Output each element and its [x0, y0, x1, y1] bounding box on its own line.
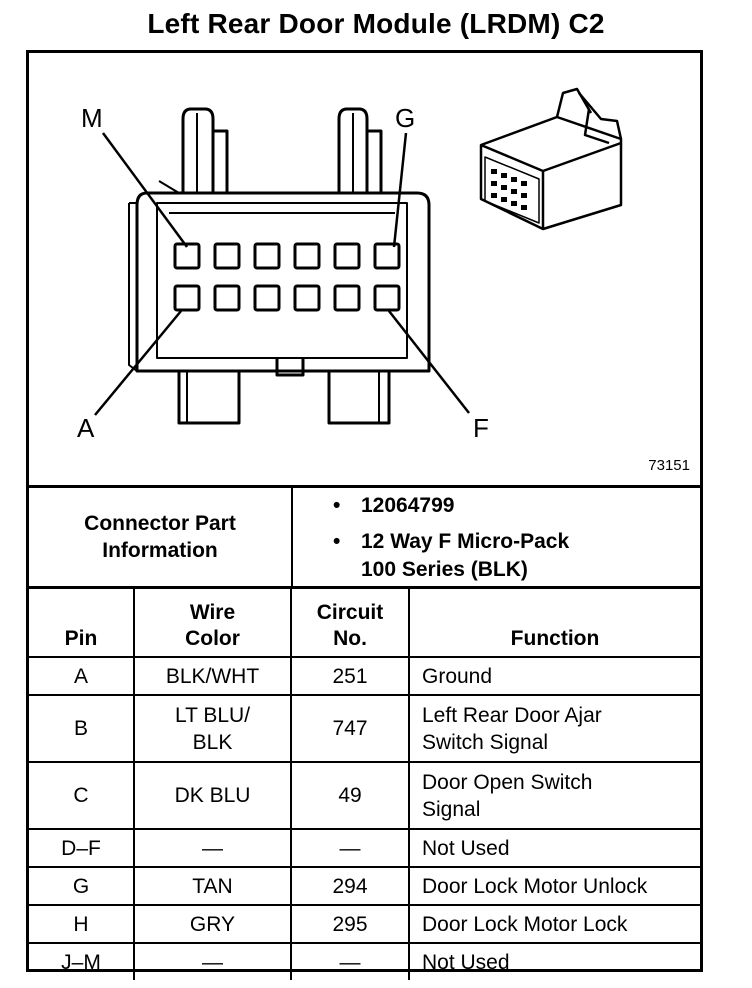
- pin-label-g: G: [395, 103, 415, 133]
- connector-face-diagram: M G A F: [77, 87, 623, 443]
- cell-function: Not Used: [408, 942, 700, 980]
- cell-function-line2: Signal: [422, 797, 481, 821]
- connector-type-line1: 12 Way F Micro-Pack: [361, 530, 570, 553]
- table-row: A BLK/WHT 251 Ground: [29, 656, 700, 696]
- connector-iso-icon: [479, 87, 623, 231]
- cell-circuit: 294: [290, 866, 410, 906]
- cell-pin: G: [29, 866, 135, 906]
- table-row: C DK BLU 49 Door Open Switch Signal: [29, 761, 700, 830]
- connector-type-line2: 100 Series (BLK): [361, 558, 528, 581]
- header-wire-color-line2: Color: [185, 627, 240, 650]
- part-number-item: 12064799: [333, 492, 700, 520]
- pin-label-f: F: [473, 413, 489, 443]
- cell-wire-color: LT BLU/ BLK: [133, 694, 292, 763]
- cell-pin: J–M: [29, 942, 135, 980]
- cell-pin: C: [29, 761, 135, 830]
- header-circuit-line1: Circuit: [316, 601, 384, 624]
- connector-drawing: M G A F: [29, 53, 700, 485]
- pinout-table: Pin Wire Color Circuit No. Function A BL…: [29, 586, 700, 980]
- table-row: B LT BLU/ BLK 747 Left Rear Door Ajar Sw…: [29, 694, 700, 763]
- cell-wire-color: BLK/WHT: [133, 656, 292, 696]
- cell-pin: B: [29, 694, 135, 763]
- cell-wire-color: —: [133, 942, 292, 980]
- cell-function: Door Lock Motor Lock: [408, 904, 700, 944]
- table-row: J–M — — Not Used: [29, 942, 700, 980]
- cell-wire-color: TAN: [133, 866, 292, 906]
- header-pin: Pin: [29, 586, 135, 658]
- cell-wire-color-line1: LT BLU/: [174, 703, 251, 727]
- cell-function: Ground: [408, 656, 700, 696]
- document-frame: M G A F: [26, 50, 703, 980]
- cell-pin: D–F: [29, 828, 135, 868]
- cell-pin: H: [29, 904, 135, 944]
- cell-circuit: 49: [290, 761, 410, 830]
- cell-circuit: 747: [290, 694, 410, 763]
- cell-function-line1: Left Rear Door Ajar: [422, 703, 602, 727]
- connector-info-label: Connector Part Information: [29, 488, 293, 586]
- connector-type-item: 12 Way F Micro-Pack 100 Series (BLK): [333, 528, 700, 584]
- pin-label-a: A: [77, 413, 95, 443]
- cell-pin: A: [29, 656, 135, 696]
- cell-wire-color: GRY: [133, 904, 292, 944]
- header-circuit-line2: No.: [333, 627, 367, 650]
- part-number: 12064799: [361, 494, 455, 517]
- cell-function-line2: Switch Signal: [422, 730, 549, 754]
- cell-circuit: 295: [290, 904, 410, 944]
- table-row: G TAN 294 Door Lock Motor Unlock: [29, 866, 700, 906]
- cell-circuit: —: [290, 828, 410, 868]
- cell-circuit: 251: [290, 656, 410, 696]
- cell-function: Not Used: [408, 828, 700, 868]
- header-wire-color: Wire Color: [133, 586, 292, 658]
- table-row: D–F — — Not Used: [29, 828, 700, 868]
- pin-label-m: M: [81, 103, 103, 133]
- cell-wire-color: DK BLU: [133, 761, 292, 830]
- table-row: H GRY 295 Door Lock Motor Lock: [29, 904, 700, 944]
- connector-info-section: Connector Part Information 12064799 12 W…: [29, 485, 700, 586]
- header-function: Function: [408, 586, 700, 658]
- cell-function: Door Open Switch Signal: [408, 761, 700, 830]
- cell-function: Left Rear Door Ajar Switch Signal: [408, 694, 700, 763]
- header-circuit-no: Circuit No.: [290, 586, 410, 658]
- connector-info-label-line1: Connector Part: [84, 512, 236, 535]
- figure-number: 73151: [648, 457, 690, 474]
- cell-wire-color-line2: BLK: [192, 730, 233, 754]
- cell-function-line1: Door Open Switch: [422, 770, 593, 794]
- cell-wire-color: —: [133, 828, 292, 868]
- cell-circuit: —: [290, 942, 410, 980]
- page-title: Left Rear Door Module (LRDM) C2: [147, 8, 605, 39]
- table-header-row: Pin Wire Color Circuit No. Function: [29, 586, 700, 658]
- cell-function: Door Lock Motor Unlock: [408, 866, 700, 906]
- header-wire-color-line1: Wire: [189, 601, 236, 624]
- connector-info-list: 12064799 12 Way F Micro-Pack 100 Series …: [293, 488, 700, 586]
- connector-info-label-line2: Information: [102, 539, 218, 562]
